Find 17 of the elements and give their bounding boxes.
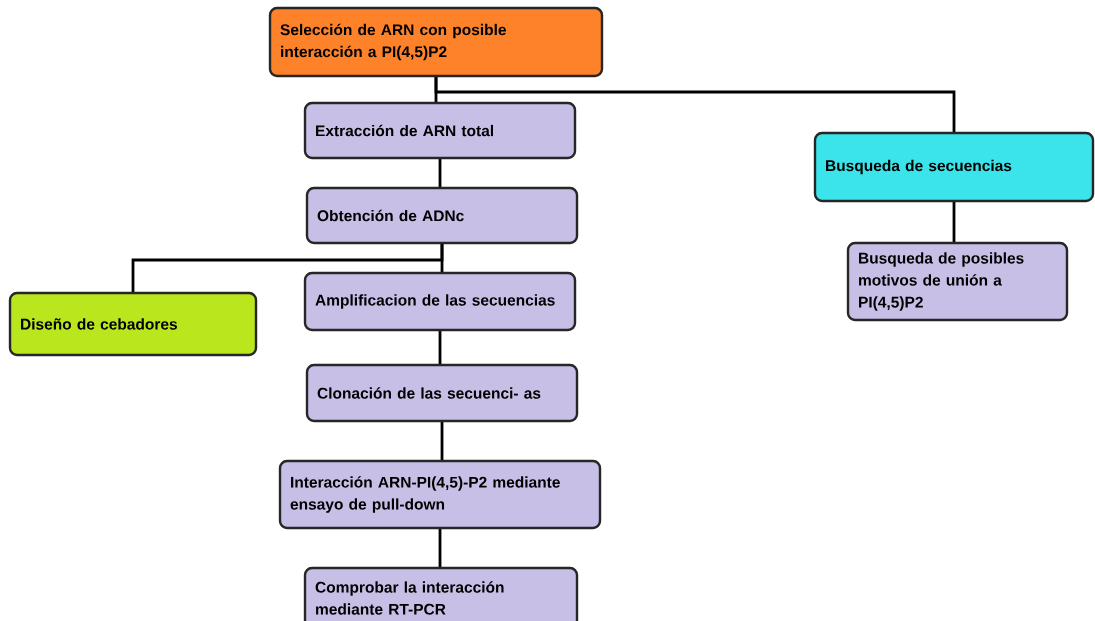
connector-line <box>440 421 444 461</box>
process-box: Obtención de ADNc <box>305 186 579 245</box>
process-box: Interacción ARN-PI(4,5)-P2 mediante ensayo de pull-down <box>278 459 602 530</box>
connector-line <box>434 76 956 133</box>
process-box: Selección de ARN con posible interacción a PI(4,5)P2 <box>268 6 604 78</box>
connector-line <box>131 243 444 293</box>
connector-line <box>438 330 442 365</box>
process-box: Amplificacion de las secuencias <box>303 271 577 332</box>
process-box: Comprobar la interacción mediante RT-PCR <box>303 566 579 621</box>
process-box: Clonación de las secuenci- as <box>305 363 579 423</box>
process-box: Diseño de cebadores <box>8 291 258 357</box>
process-box: Busqueda de secuencias <box>813 131 1095 203</box>
connector-line <box>438 158 442 188</box>
process-box: Extracción de ARN total <box>303 101 577 160</box>
connector-line <box>952 201 956 243</box>
process-box: Busqueda de posibles motivos de unión a PI(4,5)P2 <box>846 241 1069 322</box>
connector-line <box>438 528 442 568</box>
